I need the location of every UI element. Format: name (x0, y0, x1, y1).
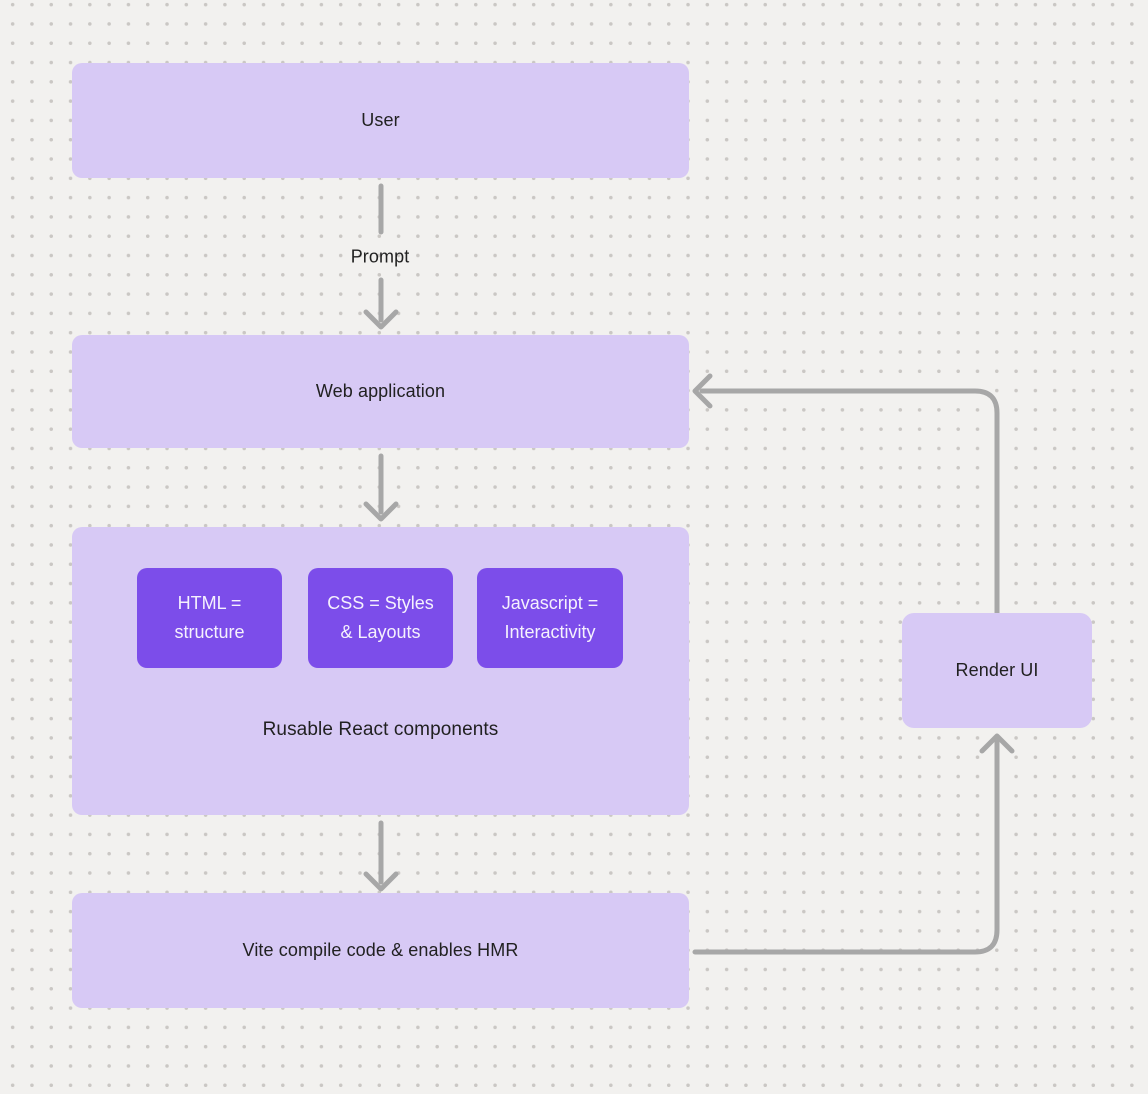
chip-css-line1: CSS = Styles (327, 593, 434, 613)
arrow-down-icon (363, 871, 399, 892)
chip-html-line2: structure (174, 622, 245, 642)
node-user-label: User (361, 110, 400, 130)
components-group-caption: Rusable React components (262, 719, 499, 740)
node-web-application-label: Web application (315, 381, 446, 401)
arrow-up-icon (979, 733, 1015, 754)
arrow-down-icon (363, 309, 399, 330)
node-vite: Vite compile code & enables HMR (72, 893, 689, 1008)
connector-vite-to-render (692, 739, 1000, 955)
connector-render-to-web (699, 388, 1000, 616)
chip-html: HTML = structure (137, 568, 282, 668)
chip-html-line1: HTML = (177, 593, 242, 613)
node-render-ui-label: Render UI (955, 660, 1039, 680)
chip-javascript-line1: Javascript = (501, 593, 599, 613)
node-vite-label: Vite compile code & enables HMR (242, 940, 519, 960)
node-render-ui: Render UI (902, 613, 1092, 728)
arrow-left-icon (692, 373, 713, 409)
chip-javascript: Javascript = Interactivity (477, 568, 623, 668)
node-web-application: Web application (72, 335, 689, 448)
edge-label-prompt: Prompt (350, 246, 410, 267)
chip-css-line2: & Layouts (340, 622, 421, 642)
node-user: User (72, 63, 689, 178)
chip-css: CSS = Styles & Layouts (308, 568, 453, 668)
chip-javascript-line2: Interactivity (504, 622, 596, 642)
arrow-down-icon (363, 501, 399, 522)
